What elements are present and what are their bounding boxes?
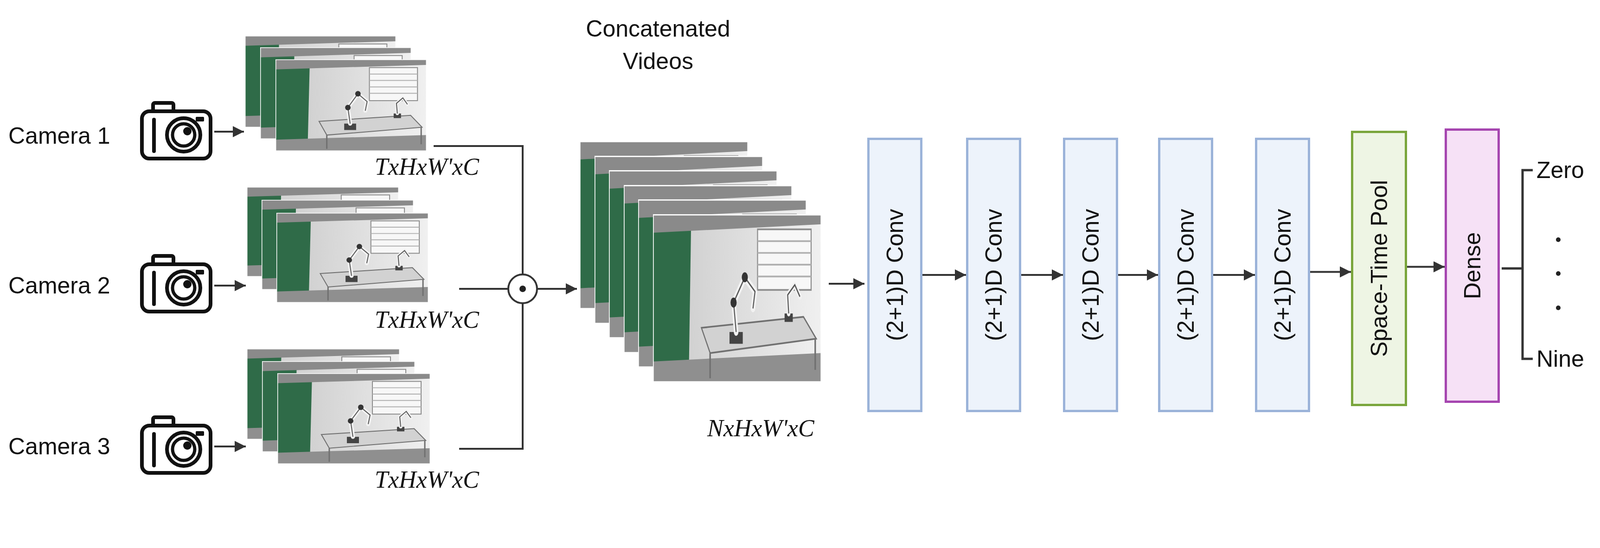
concat-operator	[508, 274, 538, 304]
video-frame	[276, 212, 429, 303]
conv-layer-box: (2+1)D Conv	[966, 137, 1022, 413]
concat-operator-dot	[519, 285, 526, 293]
output-bracket	[1522, 170, 1533, 359]
conv-layer-box: (2+1)D Conv	[1254, 137, 1311, 413]
camera-icon	[141, 102, 211, 159]
flow-arrow	[922, 274, 967, 276]
layer-name: (2+1)D Conv	[1269, 209, 1297, 342]
flow-arrow	[1310, 271, 1351, 274]
layer-name: (2+1)D Conv	[1172, 209, 1200, 342]
dimension-label: TxHxW'xC	[374, 152, 480, 182]
stack-title: Concatenated Videos	[569, 12, 747, 78]
dimension-label: TxHxW'xC	[374, 465, 480, 495]
video-frame	[277, 373, 431, 465]
conv-layer-box: (2+1)D Conv	[867, 137, 923, 413]
layer-name: Dense	[1459, 232, 1486, 300]
ellipsis-dot	[1555, 305, 1561, 311]
camera-icon	[141, 417, 211, 474]
layer-name: (2+1)D Conv	[1077, 209, 1105, 342]
class-label: Zero	[1536, 156, 1585, 185]
camera-label: Camera 3	[8, 432, 111, 461]
layer-name: (2+1)D Conv	[980, 209, 1008, 342]
class-label: Nine	[1536, 345, 1585, 373]
layer-name: Space-Time Pool	[1365, 179, 1393, 358]
ellipsis-dot	[1555, 271, 1561, 276]
conv-layer-box: (2+1)D Conv	[1158, 137, 1214, 413]
concat-arrow	[537, 288, 577, 290]
output-bracket	[1501, 267, 1523, 270]
camera-arrow	[214, 130, 244, 133]
input-arrow	[828, 282, 865, 285]
camera-arrow	[214, 445, 246, 448]
dense-layer-box: Dense	[1444, 128, 1500, 404]
flow-arrow	[1021, 274, 1063, 276]
camera-icon	[141, 256, 211, 312]
dimension-label: TxHxW'xC	[374, 305, 480, 335]
layer-name: (2+1)D Conv	[881, 209, 909, 342]
conv-layer-box: (2+1)D Conv	[1062, 137, 1119, 413]
ellipsis-dot	[1555, 237, 1561, 243]
dimension-label: NxHxW'xC	[707, 414, 815, 443]
merge-wire	[459, 288, 509, 290]
camera-arrow	[214, 284, 246, 287]
video-frame	[275, 59, 427, 152]
pool-layer-box: Space-Time Pool	[1350, 130, 1408, 407]
flow-arrow	[1118, 274, 1159, 276]
camera-label: Camera 1	[8, 121, 111, 150]
flow-arrow	[1213, 274, 1255, 276]
video-frame	[652, 214, 822, 383]
flow-arrow	[1407, 266, 1445, 269]
camera-label: Camera 2	[8, 271, 111, 300]
